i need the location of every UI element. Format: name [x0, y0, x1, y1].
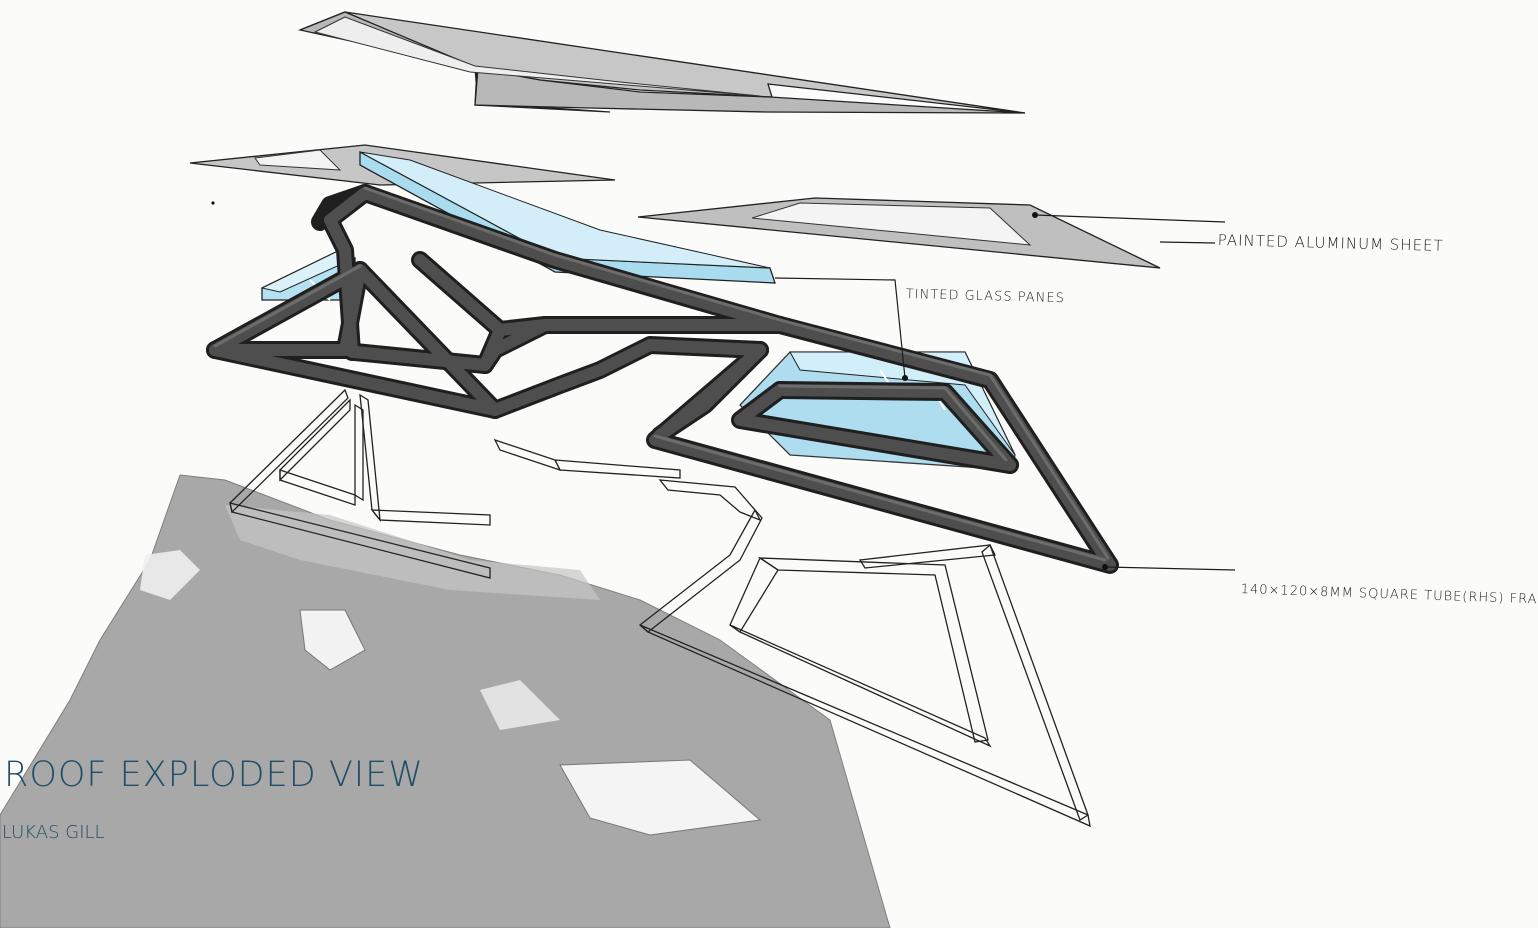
drawing-sheet: PAINTED ALUMINUM SHEET TINTED GLASS PANE… [0, 11, 1538, 928]
leader-dots [211, 201, 1108, 570]
base-frame-outline [229, 388, 1091, 828]
drawing-title: ROOF EXPLODED VIEW [4, 755, 424, 795]
aluminum-sheet-top [297, 11, 1026, 114]
leader-lines [774, 214, 1236, 571]
steel-frame [206, 184, 1119, 574]
aluminum-sheet-right [637, 197, 1161, 269]
author-name: LUKAS GILL [2, 822, 105, 843]
floor-shadow [0, 474, 891, 928]
roof-exploded-drawing [0, 11, 1236, 928]
